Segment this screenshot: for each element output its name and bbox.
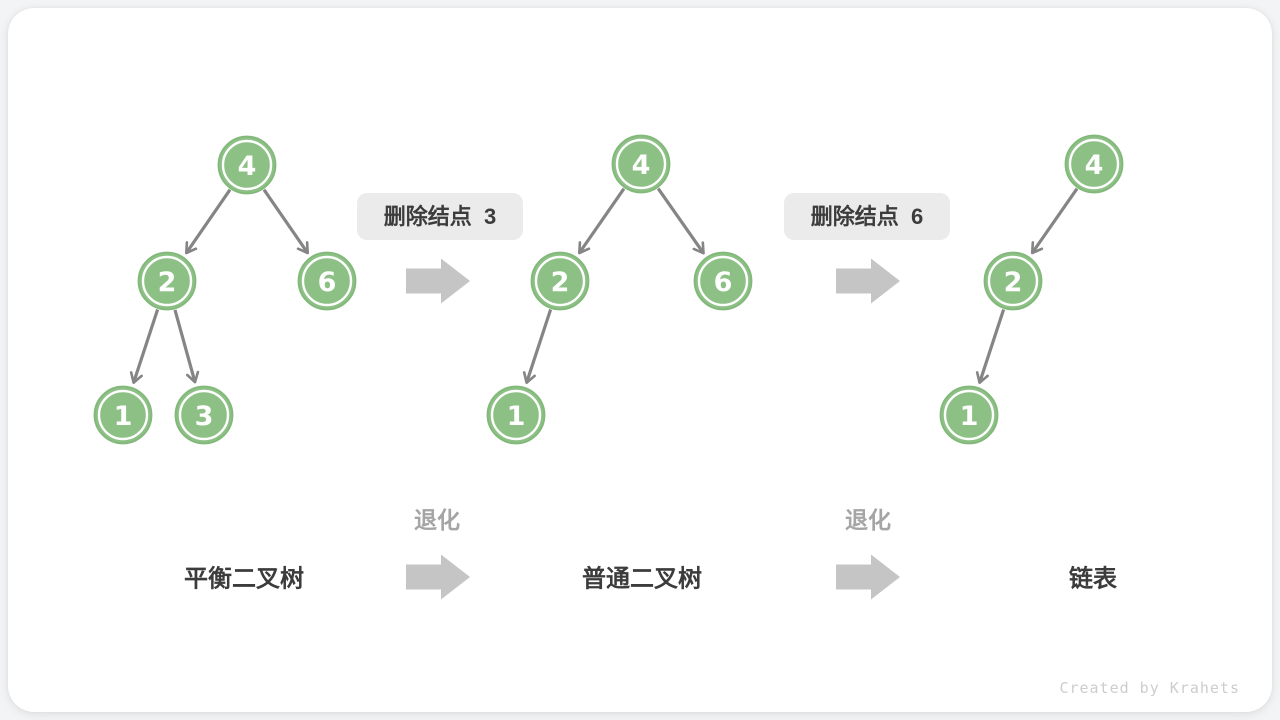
- block-arrow-right-icon: [406, 554, 470, 600]
- edge-4-2: [1030, 187, 1079, 255]
- tree-node: 1: [486, 385, 546, 445]
- delete-node-6-label: 删除结点 6: [784, 193, 950, 240]
- tree-node: 4: [217, 135, 277, 195]
- block-arrow-right-icon: [836, 258, 900, 304]
- stage-label-ordinary-tree: 普通二叉树: [582, 565, 702, 593]
- edge-2-1: [129, 309, 160, 385]
- tree-ordinary: 4 2 6 1: [486, 134, 753, 445]
- stage-label-balanced-tree: 平衡二叉树: [184, 565, 304, 593]
- tree-node: 6: [693, 251, 753, 311]
- tree-node: 1: [939, 385, 999, 445]
- edge-4-6: [656, 187, 705, 255]
- node-value: 2: [1004, 267, 1023, 298]
- delete-node-3-label: 删除结点 3: [357, 193, 523, 240]
- node-value: 2: [158, 267, 177, 298]
- block-arrow-right-icon: [836, 554, 900, 600]
- node-value: 4: [238, 151, 257, 182]
- edge-4-2: [577, 187, 626, 255]
- block-arrow-right-icon: [406, 258, 470, 304]
- tree-node: 1: [93, 385, 153, 445]
- node-value: 6: [714, 267, 733, 298]
- node-value: 1: [507, 401, 526, 432]
- node-value: 3: [195, 401, 214, 432]
- tree-node: 4: [611, 134, 671, 194]
- tree-node: 6: [297, 251, 357, 311]
- node-value: 6: [318, 267, 337, 298]
- edge-4-6: [262, 188, 310, 255]
- tree-node: 3: [174, 385, 234, 445]
- edge-4-2: [184, 188, 232, 255]
- tree-linked-list: 4 2 1: [939, 134, 1124, 445]
- tree-node: 4: [1064, 134, 1124, 194]
- figure-card: [8, 8, 1272, 712]
- node-value: 4: [632, 150, 651, 181]
- node-value: 1: [960, 401, 979, 432]
- degrade-label: 退化: [845, 507, 891, 533]
- stage-label-linked-list: 链表: [1069, 565, 1117, 593]
- tree-node: 2: [983, 251, 1043, 311]
- watermark: Created by Krahets: [1059, 679, 1240, 697]
- node-value: 2: [551, 267, 570, 298]
- tree-node: 2: [137, 251, 197, 311]
- edge-2-3: [173, 309, 200, 384]
- node-value: 1: [114, 401, 133, 432]
- tree-node: 2: [530, 251, 590, 311]
- edge-2-1: [522, 309, 553, 385]
- edge-2-1: [975, 309, 1006, 385]
- tree-balanced: 4 2 6 1 3: [93, 135, 357, 445]
- node-value: 4: [1085, 150, 1104, 181]
- degrade-label: 退化: [414, 507, 460, 533]
